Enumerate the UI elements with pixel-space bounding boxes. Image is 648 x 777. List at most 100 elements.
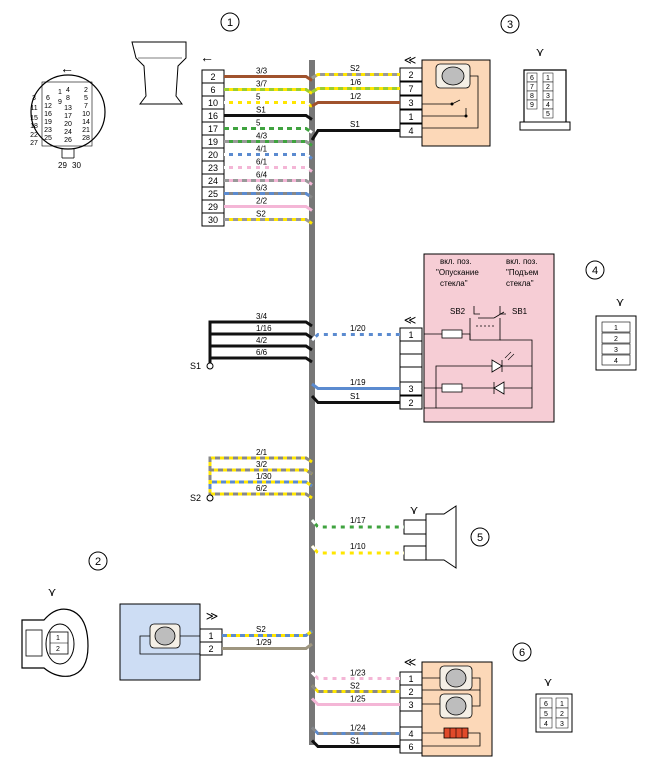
conn4-pin-3: 3: [399, 381, 423, 396]
callout-3: 3: [507, 19, 513, 31]
conn1-wire-label-19: 4/3: [256, 132, 268, 141]
conn1-pin-30: 30: [201, 212, 225, 227]
conn6-wire-label-3: 1/24: [350, 724, 366, 733]
callout-5: 5: [477, 532, 483, 544]
conn6-wire-label-0: 1/23: [350, 669, 366, 678]
ground-s2-wire-label-1: 3/2: [256, 460, 268, 469]
face-pin-5: 5: [84, 95, 88, 102]
conn4-wire-1-20: [310, 333, 400, 342]
conn3-side-pin-4: 4: [546, 102, 550, 109]
connector-6-arrow-icon: ≪: [404, 655, 417, 669]
motor-2-side-pin-1: 1: [56, 635, 60, 642]
motor-2-side-arrow-icon: ⋎: [48, 585, 57, 599]
conn2-pin-2-label: 2: [208, 644, 213, 654]
conn1-pin-16-label: 16: [208, 111, 218, 121]
conn3-wire-label-1-6: 1/6: [350, 78, 362, 87]
conn6-wire-label-4: S1: [350, 737, 360, 746]
speaker-wire-1-17: [310, 519, 404, 529]
ground-s1-wire-3: [208, 356, 313, 366]
ground-s1-label: S1: [190, 361, 201, 371]
switch-pos-up-line-3: стекла": [506, 279, 534, 288]
face-pin-7: 7: [84, 103, 88, 110]
conn1-pin-23-label: 23: [208, 163, 218, 173]
conn3-pin-1-label: 1: [408, 112, 413, 122]
face-pin-6: 6: [46, 95, 50, 102]
conn6-wire-1: [310, 684, 400, 693]
conn1-pin-19-label: 19: [208, 137, 218, 147]
component-5: 5 ⋎ 1/171/10: [310, 503, 490, 569]
motor-symbol-icon: [435, 63, 471, 89]
plug-body-icon: [131, 41, 187, 105]
ground-s1-wire-label-0: 3/4: [256, 312, 268, 321]
conn1-wire-label-30: S2: [256, 210, 266, 219]
face-pin-15: 15: [30, 115, 38, 122]
conn3-wire-label-1-2: 1/2: [350, 92, 362, 101]
face-pin-2: 2: [84, 87, 88, 94]
conn4-pin-2-label: 2: [408, 398, 413, 408]
pin-block-arrow-icon: ←: [200, 49, 214, 65]
conn2-pin-1-label: 1: [208, 631, 213, 641]
conn4-side-pin-4: 4: [614, 358, 618, 365]
connector-4-side-arrow-icon: ⋎: [616, 295, 625, 309]
conn1-wire-label-23: 6/1: [256, 158, 268, 167]
conn1-wire-25: [224, 192, 313, 199]
face-pin-14: 14: [82, 119, 90, 126]
conn2-wire-s2: [222, 629, 313, 637]
block-6-motor-2-icon: [439, 693, 473, 719]
conn3-wire-1-2: [311, 101, 400, 108]
motor-2-arrow-icon: ≫: [206, 609, 219, 623]
conn1-wire-29: [224, 205, 313, 212]
conn1-pin-29-label: 29: [208, 202, 218, 212]
conn1-wire-label-16: S1: [256, 106, 266, 115]
conn4-wire-1-19: [311, 382, 400, 390]
switch-pos-up-line-2: "Подъем: [506, 268, 538, 277]
conn4-pin-1: 1: [399, 327, 423, 342]
conn2-wire-label-s2: S2: [256, 625, 266, 634]
ground-s1-wire-label-1: 1/16: [256, 324, 272, 333]
conn6-side-pin-6: 6: [544, 701, 548, 708]
conn3-pin-1: 1: [399, 109, 423, 124]
conn3-pin-4: 4: [399, 123, 423, 138]
callout-6: 6: [519, 647, 525, 659]
conn1-pin-20: 20: [201, 147, 225, 162]
switch-sb2-label: SB2: [450, 307, 466, 316]
switch-pos-down-line-2: "Опускание: [436, 268, 479, 277]
ground-s1-wire-label-2: 4/2: [256, 336, 268, 345]
conn3-side-pin-3: 3: [546, 93, 550, 100]
conn4-pin-1-label: 1: [408, 330, 413, 340]
conn1-wire-label-6: 3/7: [256, 80, 268, 89]
connector-face-arrow-icon: ←: [60, 60, 74, 76]
conn6-wire-label-1: S2: [350, 682, 360, 691]
face-pin-10: 10: [82, 111, 90, 118]
conn4-pin-2: 2: [399, 395, 423, 410]
conn4-wire-label-s1: S1: [350, 392, 360, 401]
conn1-pin-25-label: 25: [208, 189, 218, 199]
conn1-wire-20: [224, 153, 313, 160]
conn3-pin-7-label: 7: [408, 84, 413, 94]
speaker-wire-label-1-17: 1/17: [350, 516, 366, 525]
conn1-pin-2: 2: [201, 69, 225, 84]
conn1-wire-label-25: 6/3: [256, 184, 268, 193]
conn1-pin-17: 17: [201, 121, 225, 136]
connector-4-arrow-icon: ≪: [404, 313, 417, 327]
conn6-pin-3-label: 3: [408, 700, 413, 710]
face-pin-30: 30: [72, 161, 81, 170]
conn6-side-pin-3: 3: [560, 721, 564, 728]
face-pin-28: 28: [82, 135, 90, 142]
conn4-pin-3-label: 3: [408, 384, 413, 394]
motor-2-symbol-icon: [139, 623, 200, 655]
face-pin-22: 22: [30, 132, 38, 139]
conn1-wire-24: [224, 179, 313, 186]
conn1-pin-24: 24: [201, 173, 225, 188]
component-4: 4 вкл. поз. "Опускание стекла" вкл. поз.…: [310, 253, 637, 423]
conn1-wire-label-20: 4/1: [256, 145, 268, 154]
conn2-wire-1-29: [222, 642, 313, 650]
ground-s1-node: [206, 362, 214, 370]
conn6-side-pin-1: 1: [560, 701, 564, 708]
conn3-pin-2-label: 2: [408, 70, 413, 80]
conn3-side-pin-7: 7: [530, 84, 534, 91]
conn6-wire-4: [310, 739, 400, 748]
ground-s2-label: S2: [190, 493, 201, 503]
conn1-wire-label-10: 5: [256, 93, 261, 102]
